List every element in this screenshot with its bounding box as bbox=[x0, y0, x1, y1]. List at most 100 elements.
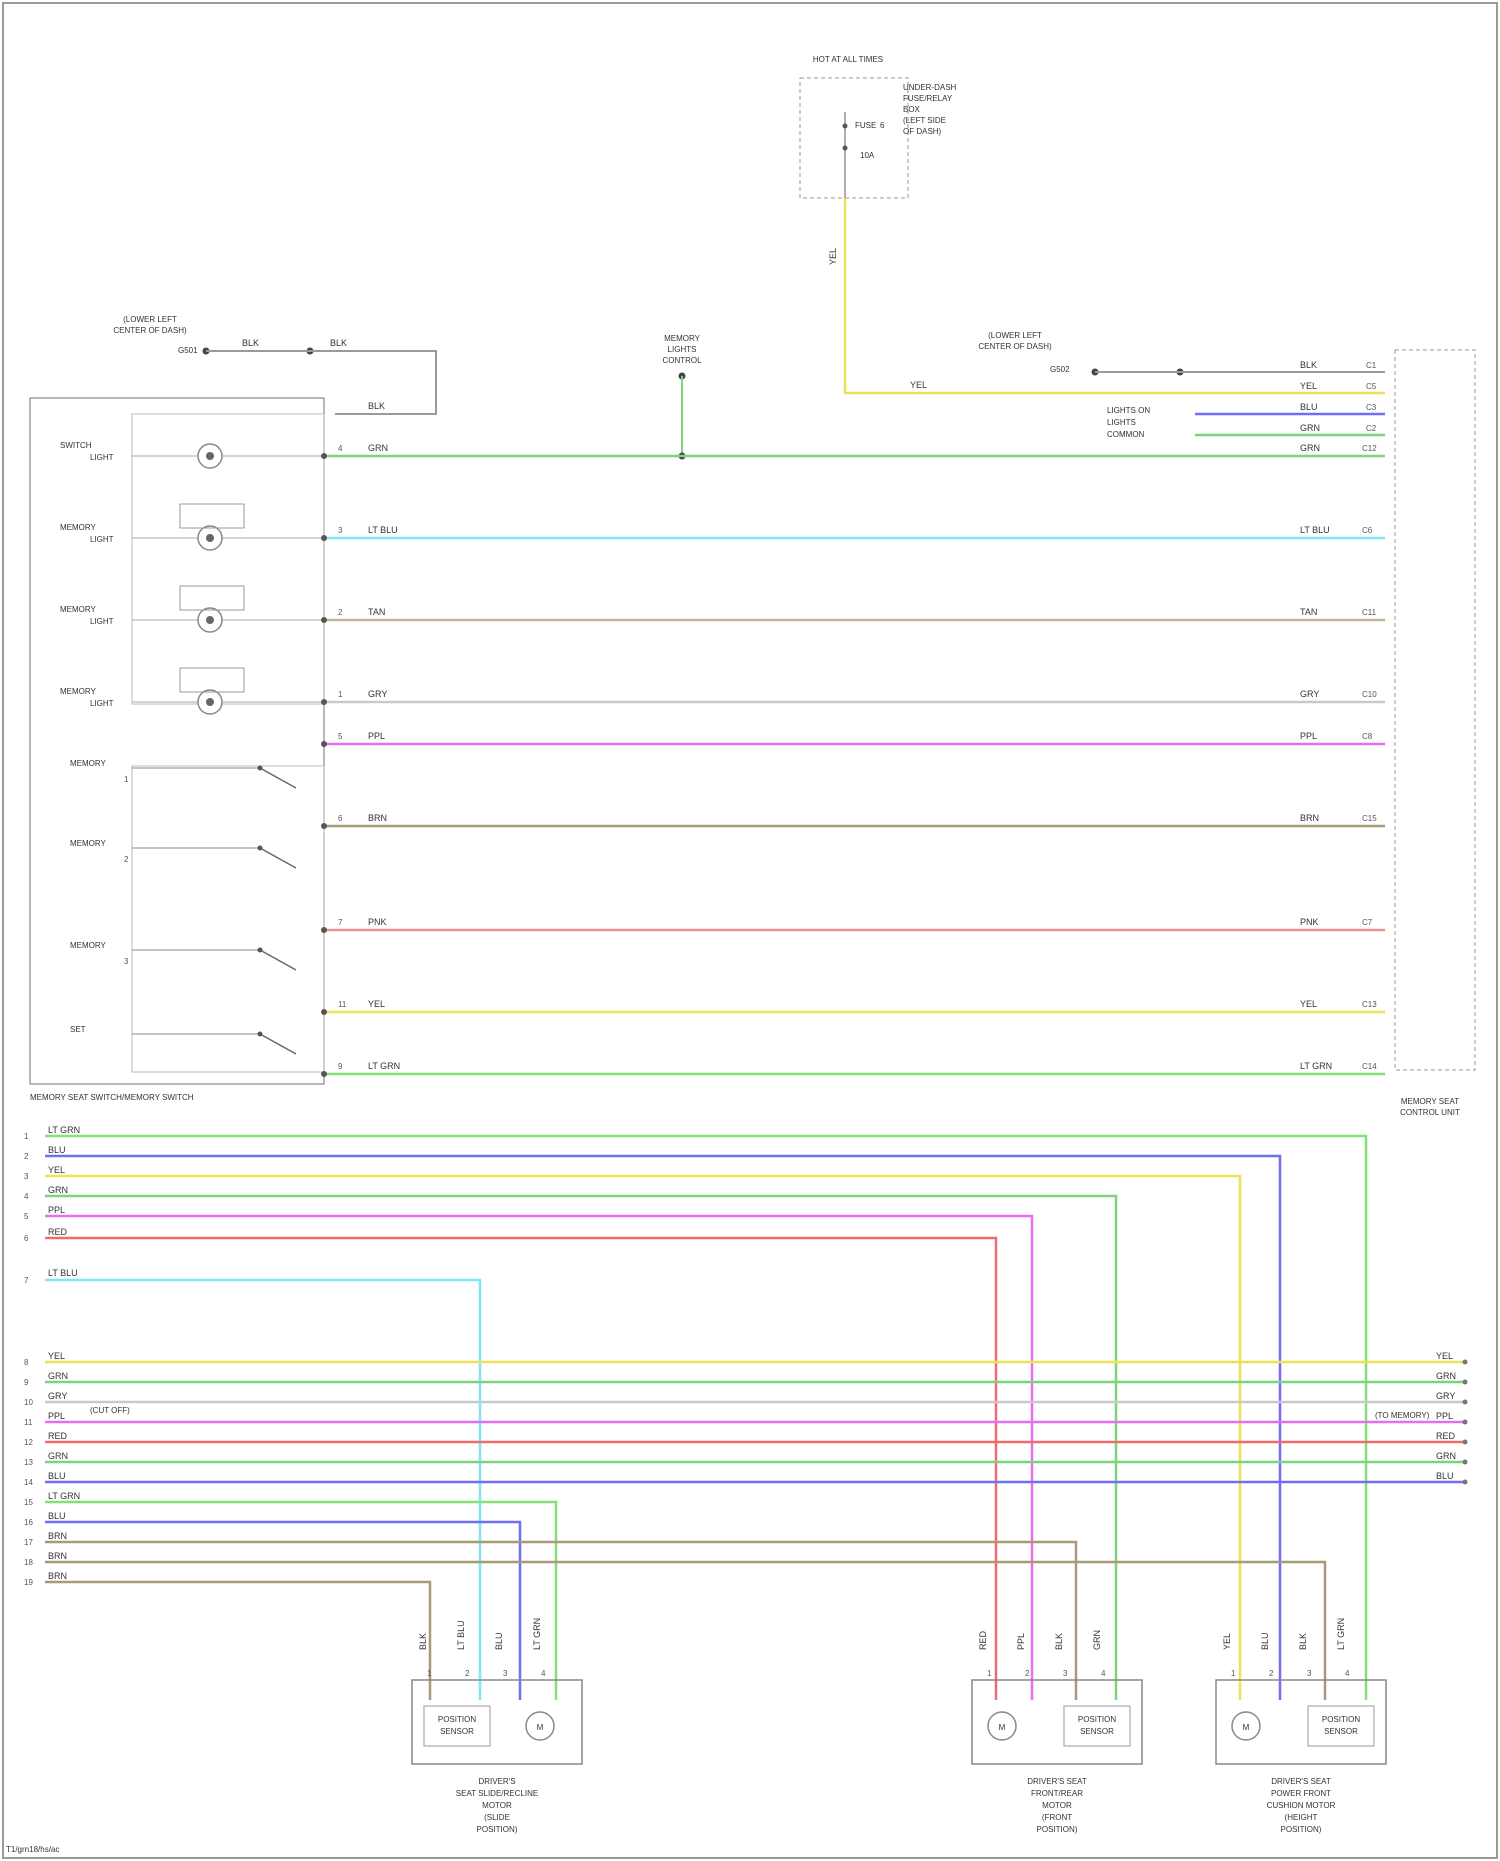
motor-0-label-1: SEAT SLIDE/RECLINE bbox=[456, 1789, 538, 1798]
main-wire-pin-right-8: C14 bbox=[1362, 1062, 1377, 1071]
main-wire-terminal-0 bbox=[321, 453, 327, 459]
main-wire-terminal-7 bbox=[321, 1009, 327, 1015]
ground-right-id: G502 bbox=[1050, 365, 1070, 374]
motor-2-label-3: (HEIGHT bbox=[1285, 1813, 1318, 1822]
bus-upper-label-0: LT GRN bbox=[48, 1125, 80, 1135]
ground-right-desc-1: CENTER OF DASH) bbox=[978, 342, 1052, 351]
fuse-box-desc-4: OF DASH) bbox=[903, 127, 942, 136]
main-wire-label-right-5: BRN bbox=[1300, 813, 1319, 823]
main-wire-label-right-0: GRN bbox=[1300, 443, 1320, 453]
bus-lower-wire-8 bbox=[45, 1522, 520, 1700]
cu-top-wire-label-3: GRN bbox=[1300, 423, 1320, 433]
fuse-amp: 10A bbox=[860, 151, 875, 160]
main-wire-label-left-1: LT BLU bbox=[368, 525, 398, 535]
bus-upper-label-1: BLU bbox=[48, 1145, 66, 1155]
bus-lower-label-right-2: GRY bbox=[1436, 1391, 1455, 1401]
memory-lamp-desc-0: MEMORY bbox=[664, 334, 701, 343]
indicator-diode-box-2 bbox=[180, 586, 244, 610]
switch-name-3: SET bbox=[70, 1025, 86, 1034]
position-sensor-label-b-0: SENSOR bbox=[440, 1727, 474, 1736]
motor-0-wire-label-2: BLU bbox=[494, 1632, 504, 1650]
fuse-dot-top bbox=[843, 124, 848, 129]
bus-lower-label-6: BLU bbox=[48, 1471, 66, 1481]
main-wire-pin-right-7: C13 bbox=[1362, 1000, 1377, 1009]
bus-upper-label-2: YEL bbox=[48, 1165, 65, 1175]
motor-1-wire-label-1: PPL bbox=[1016, 1633, 1026, 1650]
main-wire-label-left-2: TAN bbox=[368, 607, 385, 617]
indicator-name-0: SWITCH bbox=[60, 441, 92, 450]
motor-2-pin-2: 3 bbox=[1307, 1669, 1312, 1678]
motor-1-pin-1: 2 bbox=[1025, 1669, 1030, 1678]
motor-0-pin-0: 1 bbox=[427, 1669, 432, 1678]
motor-2-pin-3: 4 bbox=[1345, 1669, 1350, 1678]
indicator-name-2: MEMORY bbox=[60, 605, 97, 614]
bus-upper-pin-2: 3 bbox=[24, 1172, 29, 1181]
motor-1-wire-label-3: GRN bbox=[1092, 1630, 1102, 1650]
fuse-box-desc-3: (LEFT SIDE bbox=[903, 116, 946, 125]
bus-lower-end-2 bbox=[1463, 1400, 1468, 1405]
fuse-feed-label-b: YEL bbox=[910, 380, 927, 390]
ground-left: (LOWER LEFT CENTER OF DASH) G501 BLK BLK… bbox=[113, 315, 436, 414]
memory-lights-control: MEMORY LIGHTS CONTROL bbox=[662, 334, 702, 460]
control-unit-outline bbox=[1395, 350, 1475, 1070]
motor-1-pin-3: 4 bbox=[1101, 1669, 1106, 1678]
bus-lower-end-3 bbox=[1463, 1420, 1468, 1425]
bus-lower-pin-0: 8 bbox=[24, 1358, 29, 1367]
indicator-sub-1: LIGHT bbox=[90, 535, 114, 544]
bus-upper-pin-4: 5 bbox=[24, 1212, 29, 1221]
motor-2-wire-label-2: BLK bbox=[1298, 1633, 1308, 1650]
bus-lower-label-5: GRN bbox=[48, 1451, 68, 1461]
motor-0-wire-label-1: LT BLU bbox=[456, 1620, 466, 1650]
fuse-box-desc-0: UNDER-DASH bbox=[903, 83, 957, 92]
bus-lower-end-5 bbox=[1463, 1460, 1468, 1465]
motor-1-pin-0: 1 bbox=[987, 1669, 992, 1678]
main-wire-pin-left-6: 7 bbox=[338, 918, 343, 927]
switch-name-1: MEMORY bbox=[70, 839, 107, 848]
position-sensor-label-a-0: POSITION bbox=[438, 1715, 476, 1724]
motor-2-pin-1: 2 bbox=[1269, 1669, 1274, 1678]
bus-lower-pin-2: 10 bbox=[24, 1398, 33, 1407]
bus-mid-label: LT BLU bbox=[48, 1268, 78, 1278]
bus-upper-wire-0 bbox=[45, 1136, 1366, 1700]
motor-1-label-2: MOTOR bbox=[1042, 1801, 1072, 1810]
switch-name-0: MEMORY bbox=[70, 759, 107, 768]
bus-upper-pin-3: 4 bbox=[24, 1192, 29, 1201]
bus-upper-label-3: GRN bbox=[48, 1185, 68, 1195]
motor-0-label-2: MOTOR bbox=[482, 1801, 512, 1810]
indicator-lamp-core-0 bbox=[206, 452, 214, 460]
bus-lower-end-6 bbox=[1463, 1480, 1468, 1485]
bus-upper-label-5: RED bbox=[48, 1227, 68, 1237]
ground-left-id: G501 bbox=[178, 346, 198, 355]
motor-1-label-1: FRONT/REAR bbox=[1031, 1789, 1083, 1798]
main-wire-terminal-6 bbox=[321, 927, 327, 933]
motor-0-wire-label-0: BLK bbox=[418, 1633, 428, 1650]
bus-lower-pin-4: 12 bbox=[24, 1438, 33, 1447]
fuse-box-desc-1: FUSE/RELAY bbox=[903, 94, 953, 103]
ground-left-wire-label-a: BLK bbox=[242, 338, 259, 348]
motor-1-label-0: DRIVER'S SEAT bbox=[1027, 1777, 1087, 1786]
bus-lower-wire-11 bbox=[45, 1582, 430, 1700]
bus-lower-end-4 bbox=[1463, 1440, 1468, 1445]
fuse-box-outline bbox=[800, 78, 908, 198]
position-sensor-label-a-1: POSITION bbox=[1078, 1715, 1116, 1724]
position-sensor-label-a-2: POSITION bbox=[1322, 1715, 1360, 1724]
switch-pin-1: 2 bbox=[124, 855, 129, 864]
main-wire-label-left-7: YEL bbox=[368, 999, 385, 1009]
cu-signal-0: LIGHTS ON bbox=[1107, 406, 1150, 415]
bus-lower-pin-10: 18 bbox=[24, 1558, 33, 1567]
main-wire-pin-left-4: 5 bbox=[338, 732, 343, 741]
bus-lower-label-right-5: GRN bbox=[1436, 1451, 1456, 1461]
switch-panel bbox=[132, 766, 324, 1072]
bus-lower-wire-9 bbox=[45, 1542, 1076, 1700]
section-note: (CUT OFF) bbox=[90, 1406, 130, 1415]
main-wire-label-right-1: LT BLU bbox=[1300, 525, 1330, 535]
bus-lower-label-right-1: GRN bbox=[1436, 1371, 1456, 1381]
bus-lower-pin-11: 19 bbox=[24, 1578, 33, 1587]
position-sensor-box-2 bbox=[1308, 1706, 1374, 1746]
bus-lower-label-2: GRY bbox=[48, 1391, 67, 1401]
ground-left-wire-label-b: BLK bbox=[330, 338, 347, 348]
bus-lower-pin-1: 9 bbox=[24, 1378, 29, 1387]
bus-lower-pin-7: 15 bbox=[24, 1498, 33, 1507]
switch-pin-0: 1 bbox=[124, 775, 129, 784]
control-unit-label-0: MEMORY SEAT bbox=[1401, 1097, 1459, 1106]
